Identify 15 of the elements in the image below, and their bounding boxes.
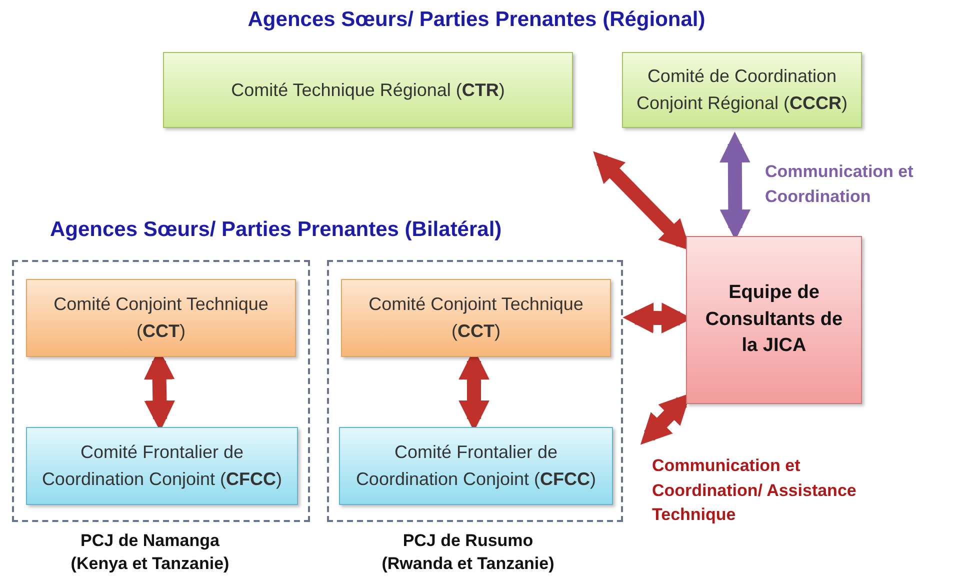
committee-box: Comité Conjoint Technique (CCT) [26, 279, 296, 357]
site-caption: PCJ de Namanga (Kenya et Tanzanie) [70, 530, 230, 575]
committee-box: Comité de Coordination Conjoint Régional (CCCR) [622, 52, 862, 128]
section-heading: Agences Sœurs/ Parties Prenantes (Bilatéral) [50, 218, 502, 242]
committee-box: Comité Frontalier de Coordination Conjoint (CFCC) [26, 427, 298, 505]
committee-box: Equipe de Consultants de la JICA [686, 236, 862, 404]
dashed-group-frame [12, 260, 310, 522]
dashed-group-frame [327, 260, 623, 522]
site-caption: PCJ de Rusumo (Rwanda et Tanzanie) [380, 530, 556, 575]
edge-label: Communication et Coordination [765, 161, 914, 208]
committee-box: Comité Technique Régional (CTR) [163, 52, 573, 128]
committee-box: Comité Frontalier de Coordination Conjoint (CFCC) [339, 427, 613, 505]
edge-label: Communication et Coordination/ Assistance Technique [652, 455, 857, 526]
diagram-title: Agences Sœurs/ Parties Prenantes (Régional) [246, 8, 706, 32]
committee-box: Comité Conjoint Technique (CCT) [341, 279, 611, 357]
